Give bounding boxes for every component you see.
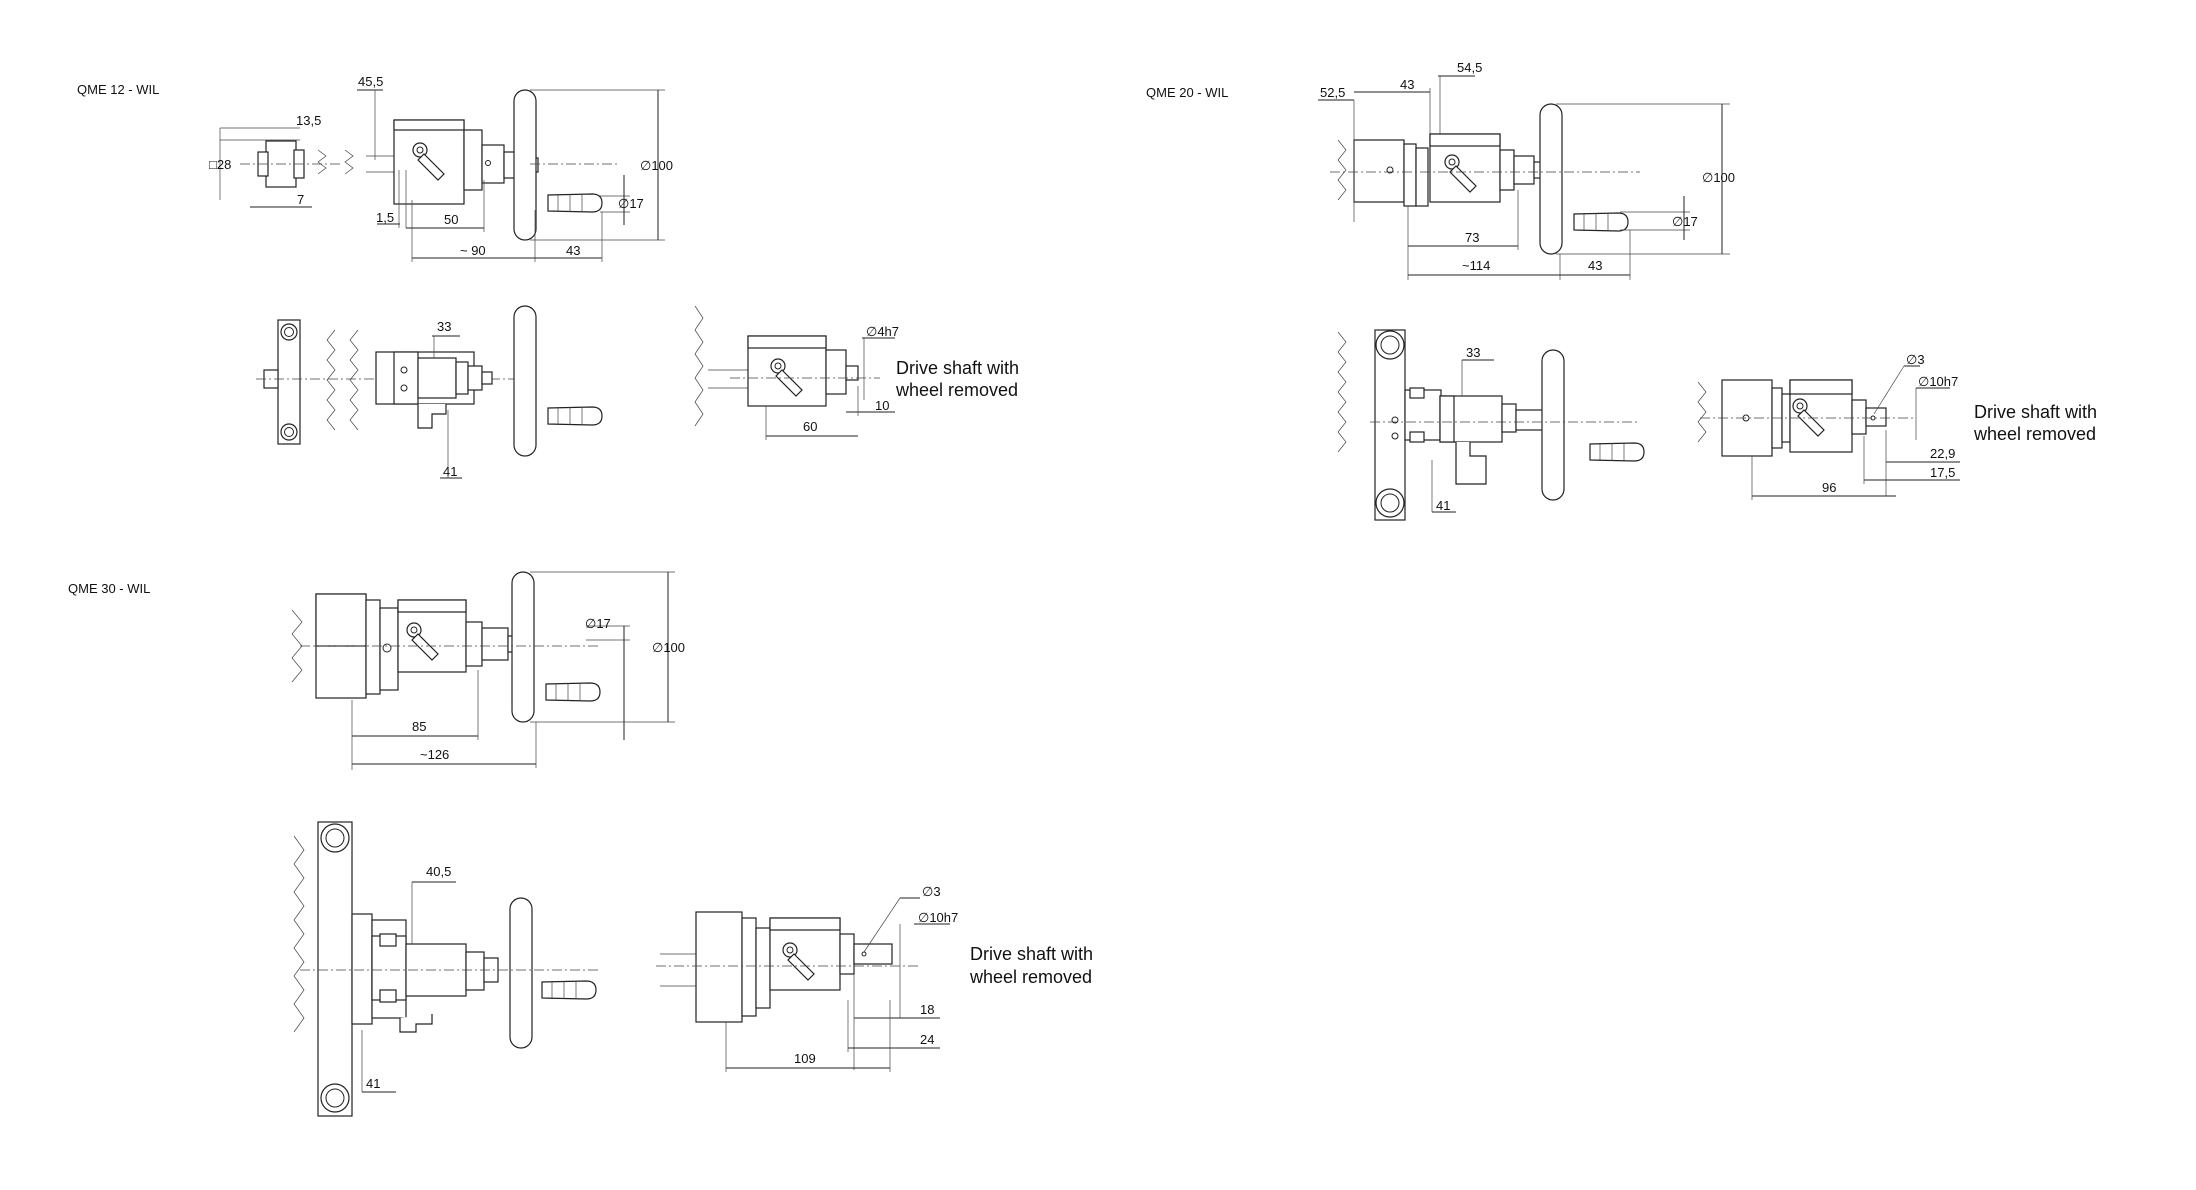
qme20-side-dims: 52,5 43 54,5 ∅100 ∅17 73 ~114 [1318, 60, 1735, 280]
qme20-side-view [1330, 103, 1640, 255]
svg-text:60: 60 [803, 419, 817, 434]
svg-text:24: 24 [920, 1032, 934, 1047]
svg-text:33: 33 [1466, 345, 1480, 360]
svg-text:∅10h7: ∅10h7 [1918, 374, 1958, 389]
svg-text:~126: ~126 [420, 747, 449, 762]
svg-text:43: 43 [566, 243, 580, 258]
svg-text:∅100: ∅100 [1702, 170, 1735, 185]
svg-text:43: 43 [1588, 258, 1602, 273]
qme12-side-dims: 45,5 13,5 □28 7 1,5 50 ~ 90 43 [209, 74, 673, 262]
svg-text:wheel removed: wheel removed [969, 967, 1092, 987]
svg-text:∅17: ∅17 [585, 616, 611, 631]
qme20-top-dims: 33 41 [1431, 345, 1494, 513]
qme30-side-dims: ∅17 ∅100 85 ~126 [351, 571, 685, 770]
qme20-shaft-dims: ∅3 ∅10h7 22,9 17,5 96 Drive shaft with w… [1751, 352, 2097, 500]
svg-text:43: 43 [1400, 77, 1414, 92]
section-qme20: QME 20 - WIL 52,5 43 [1146, 60, 2097, 521]
section-title-qme20: QME 20 - WIL [1146, 85, 1228, 100]
svg-text:40,5: 40,5 [426, 864, 451, 879]
qme30-side-view [291, 571, 601, 723]
svg-text:∅100: ∅100 [652, 640, 685, 655]
svg-text:10: 10 [875, 398, 889, 413]
qme12-shaft-view [694, 305, 880, 427]
svg-text:54,5: 54,5 [1457, 60, 1482, 75]
svg-text:33: 33 [437, 319, 451, 334]
svg-text:13,5: 13,5 [296, 113, 321, 128]
svg-text:22,9: 22,9 [1930, 446, 1955, 461]
qme12-top-dims: 33 41 [432, 319, 462, 479]
svg-text:∅3: ∅3 [922, 884, 941, 899]
qme12-top-view [256, 305, 603, 457]
svg-text:96: 96 [1822, 480, 1836, 495]
section-qme30: QME 30 - WIL ∅17 ∅10 [68, 571, 1093, 1117]
qme30-shaft-view [656, 911, 920, 1023]
svg-text:1,5: 1,5 [376, 210, 394, 225]
qme12-shaft-dims: ∅4h7 10 60 Drive shaft with wheel remove… [765, 324, 1019, 440]
qme20-top-view [1337, 329, 1645, 521]
qme30-top-dims: 40,5 41 [361, 864, 456, 1093]
svg-text:~114: ~114 [1462, 258, 1490, 273]
svg-text:109: 109 [794, 1051, 816, 1066]
svg-text:wheel removed: wheel removed [895, 380, 1018, 400]
svg-text:∅17: ∅17 [618, 196, 644, 211]
svg-text:52,5: 52,5 [1320, 85, 1345, 100]
svg-text:∅10h7: ∅10h7 [918, 910, 958, 925]
qme30-top-view [293, 821, 600, 1117]
svg-text:41: 41 [366, 1076, 380, 1091]
svg-text:~ 90: ~ 90 [460, 243, 486, 258]
section-title-qme30: QME 30 - WIL [68, 581, 150, 596]
svg-text:50: 50 [444, 212, 458, 227]
section-title-qme12: QME 12 - WIL [77, 82, 159, 97]
svg-text:45,5: 45,5 [358, 74, 383, 89]
qme20-shaft-view [1697, 379, 1916, 457]
svg-text:Drive shaft with: Drive shaft with [970, 944, 1093, 964]
svg-text:□28: □28 [209, 157, 231, 172]
svg-text:41: 41 [443, 464, 457, 479]
svg-text:wheel removed: wheel removed [1973, 424, 2096, 444]
svg-text:Drive shaft with: Drive shaft with [896, 358, 1019, 378]
svg-text:73: 73 [1465, 230, 1479, 245]
svg-text:∅17: ∅17 [1672, 214, 1698, 229]
svg-text:∅3: ∅3 [1906, 352, 1925, 367]
section-qme12: QME 12 - WIL [77, 74, 1019, 479]
svg-text:∅4h7: ∅4h7 [866, 324, 899, 339]
svg-text:Drive shaft with: Drive shaft with [1974, 402, 2097, 422]
svg-text:∅100: ∅100 [640, 158, 673, 173]
svg-text:18: 18 [920, 1002, 934, 1017]
svg-text:85: 85 [412, 719, 426, 734]
svg-text:17,5: 17,5 [1930, 465, 1955, 480]
qme30-shaft-dims: ∅3 ∅10h7 18 24 109 Drive shaft with whee… [725, 884, 1093, 1072]
svg-text:41: 41 [1436, 498, 1450, 513]
svg-text:7: 7 [297, 192, 304, 207]
